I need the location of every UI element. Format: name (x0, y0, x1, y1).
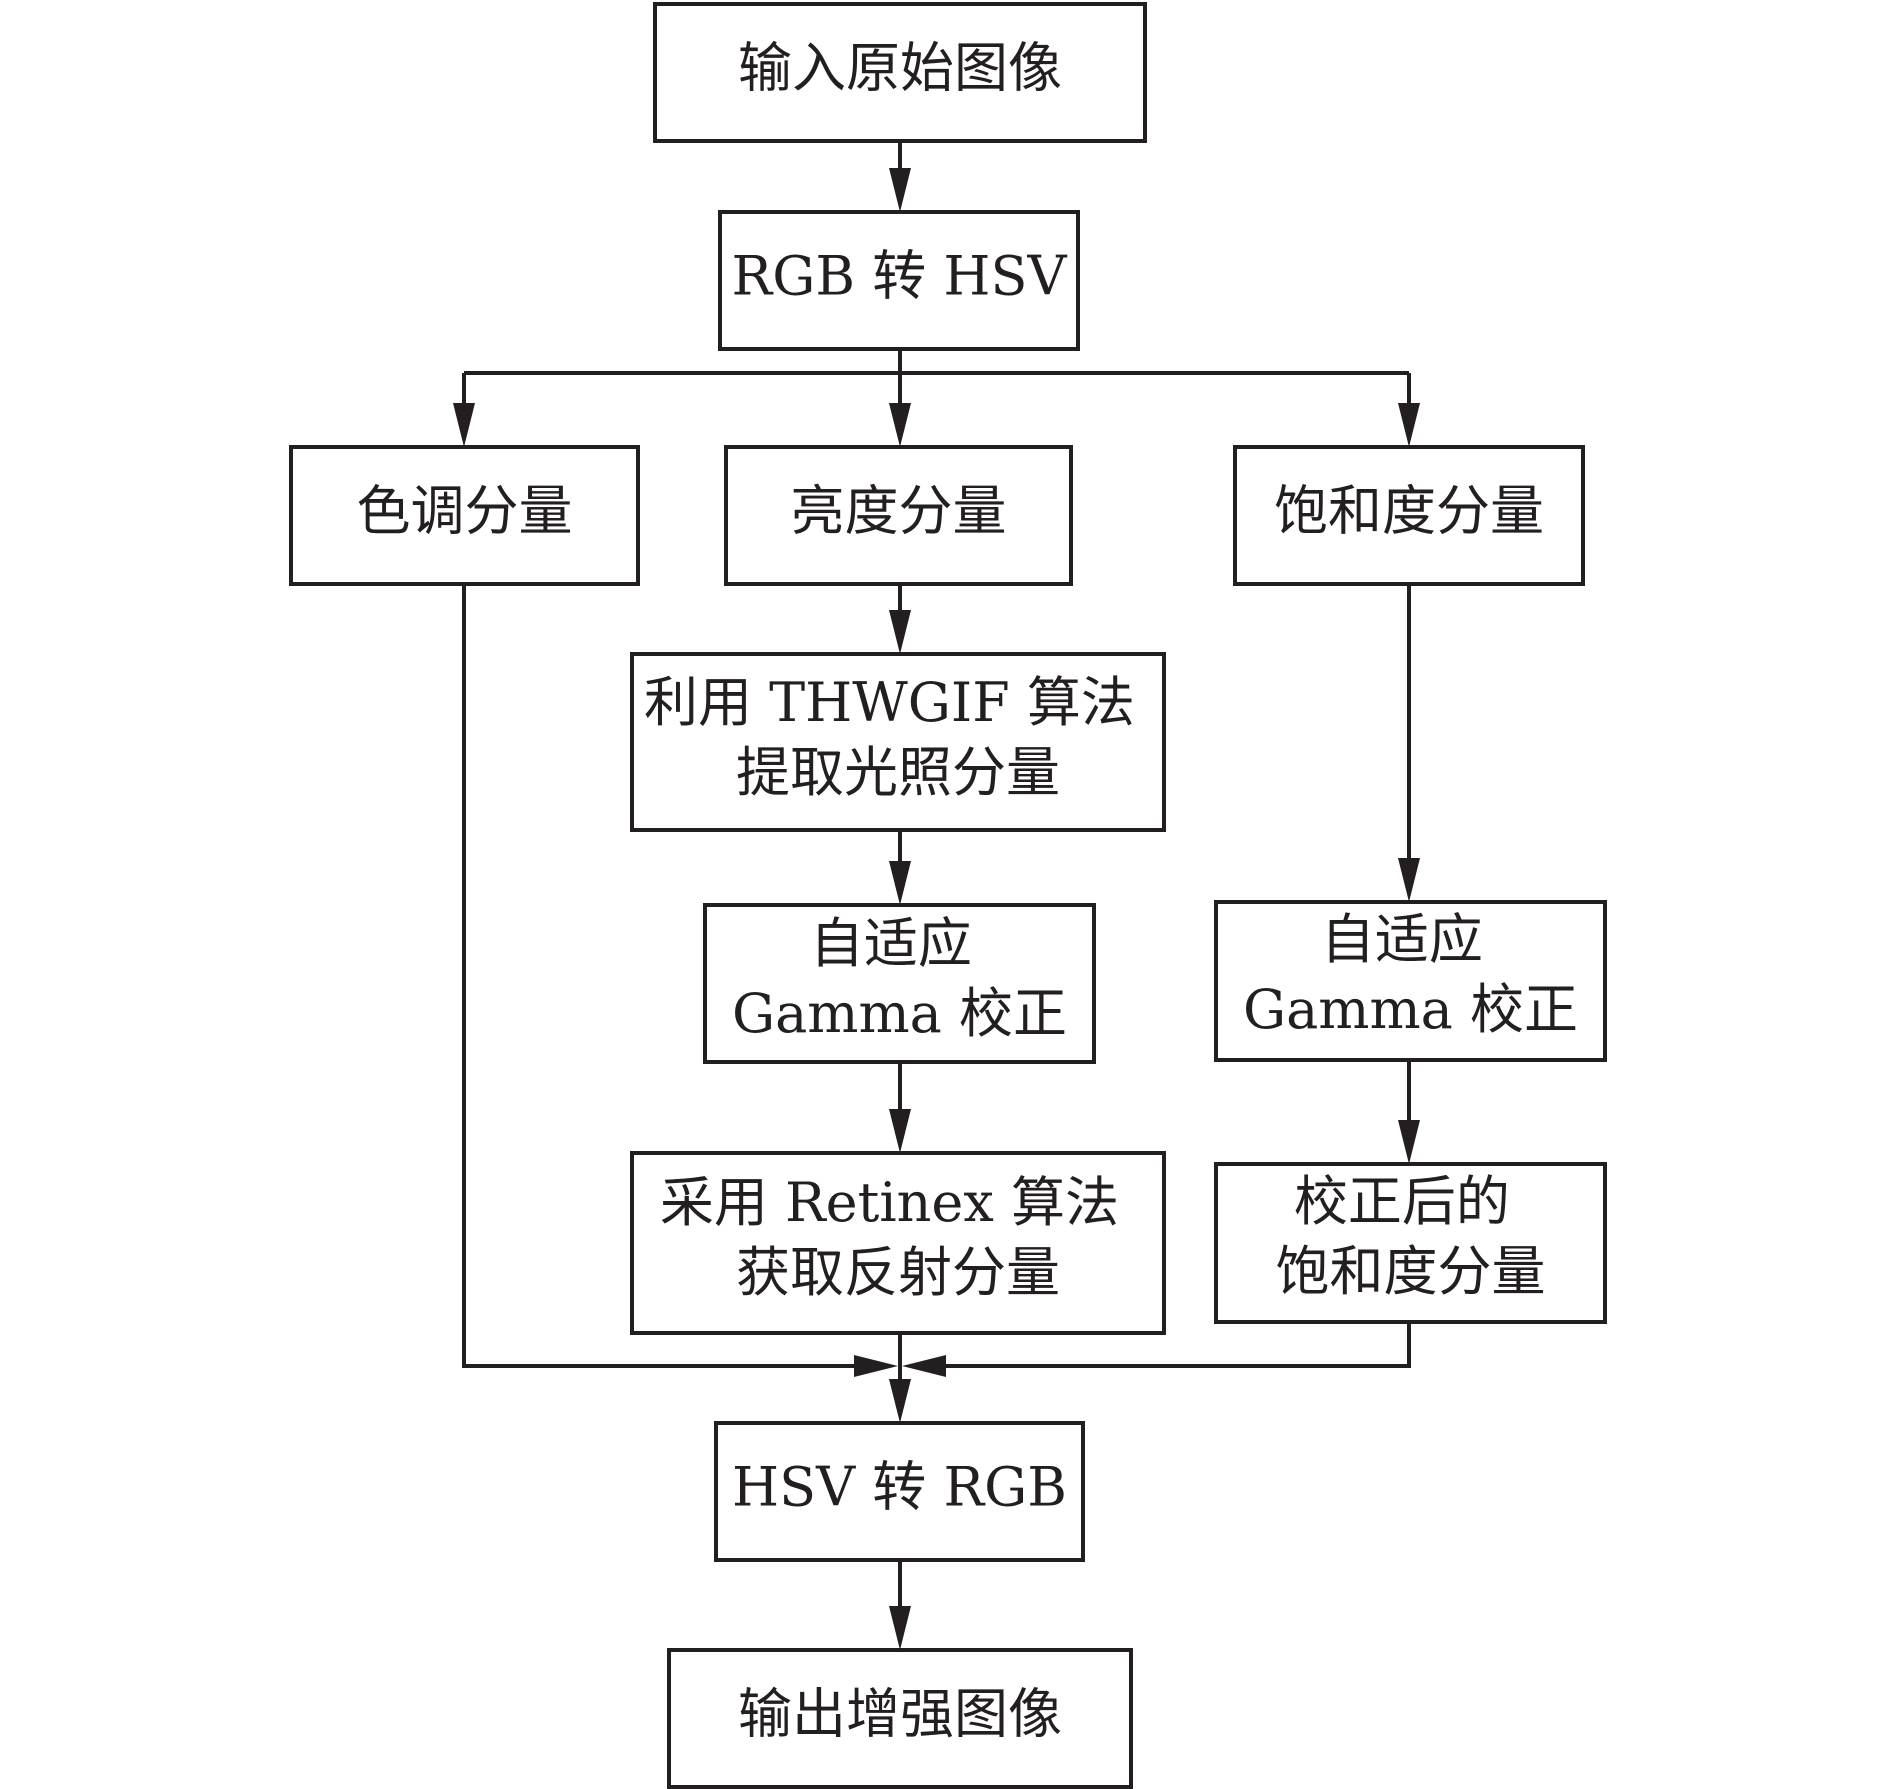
arrowhead-saturation (1398, 403, 1420, 447)
arrowhead-hue (453, 403, 475, 447)
node-saturation-label: 饱和度分量 (1274, 480, 1544, 543)
node-value: 亮度分量 (724, 445, 1073, 586)
node-value-label: 亮度分量 (791, 480, 1007, 543)
node-output: 输出增强图像 (667, 1648, 1133, 1789)
node-gamma-saturation: 自适应 Gamma 校正 (1214, 900, 1607, 1062)
node-gamma-value-label: 自适应 Gamma 校正 (732, 912, 1067, 1045)
arrowhead-rgb2hsv (889, 168, 911, 212)
edge-saturation-corrected-to-merge (934, 1322, 1411, 1368)
arrowhead-value (889, 403, 911, 447)
node-rgb-to-hsv: RGB 转 HSV (718, 210, 1080, 351)
node-output-label: 输出增强图像 (738, 1683, 1062, 1746)
node-retinex: 采用 Retinex 算法 获取反射分量 (630, 1151, 1166, 1335)
node-hsv-to-rgb-label: HSV 转 RGB (732, 1456, 1067, 1519)
node-gamma-value: 自适应 Gamma 校正 (703, 903, 1096, 1064)
arrowhead-saturation-corrected (1398, 1120, 1420, 1164)
node-saturation: 饱和度分量 (1233, 445, 1585, 586)
node-thwgif: 利用 THWGIF 算法 提取光照分量 (630, 652, 1166, 832)
arrowhead-thwgif (889, 610, 911, 654)
arrowhead-output (889, 1606, 911, 1650)
node-hue-label: 色调分量 (357, 480, 573, 543)
arrowhead-gamma-value (889, 861, 911, 905)
node-retinex-label: 采用 Retinex 算法 获取反射分量 (660, 1171, 1136, 1304)
node-saturation-corrected-label: 校正后的 饱和度分量 (1276, 1170, 1546, 1303)
node-rgb-to-hsv-label: RGB 转 HSV (732, 245, 1068, 308)
arrowhead-hsv2rgb (889, 1379, 911, 1423)
node-input-label: 输入原始图像 (738, 37, 1062, 100)
node-hue: 色调分量 (289, 445, 640, 586)
node-gamma-saturation-label: 自适应 Gamma 校正 (1243, 908, 1578, 1041)
edge-hue-to-merge (462, 584, 866, 1368)
arrowhead-gamma-saturation (1398, 858, 1420, 902)
arrowhead-retinex (889, 1109, 911, 1153)
arrowhead-merge-left (854, 1355, 898, 1377)
arrowhead-merge-right (902, 1355, 946, 1377)
node-thwgif-label: 利用 THWGIF 算法 提取光照分量 (644, 671, 1152, 804)
node-saturation-corrected: 校正后的 饱和度分量 (1214, 1162, 1607, 1324)
node-input: 输入原始图像 (653, 2, 1147, 143)
node-hsv-to-rgb: HSV 转 RGB (714, 1421, 1085, 1562)
